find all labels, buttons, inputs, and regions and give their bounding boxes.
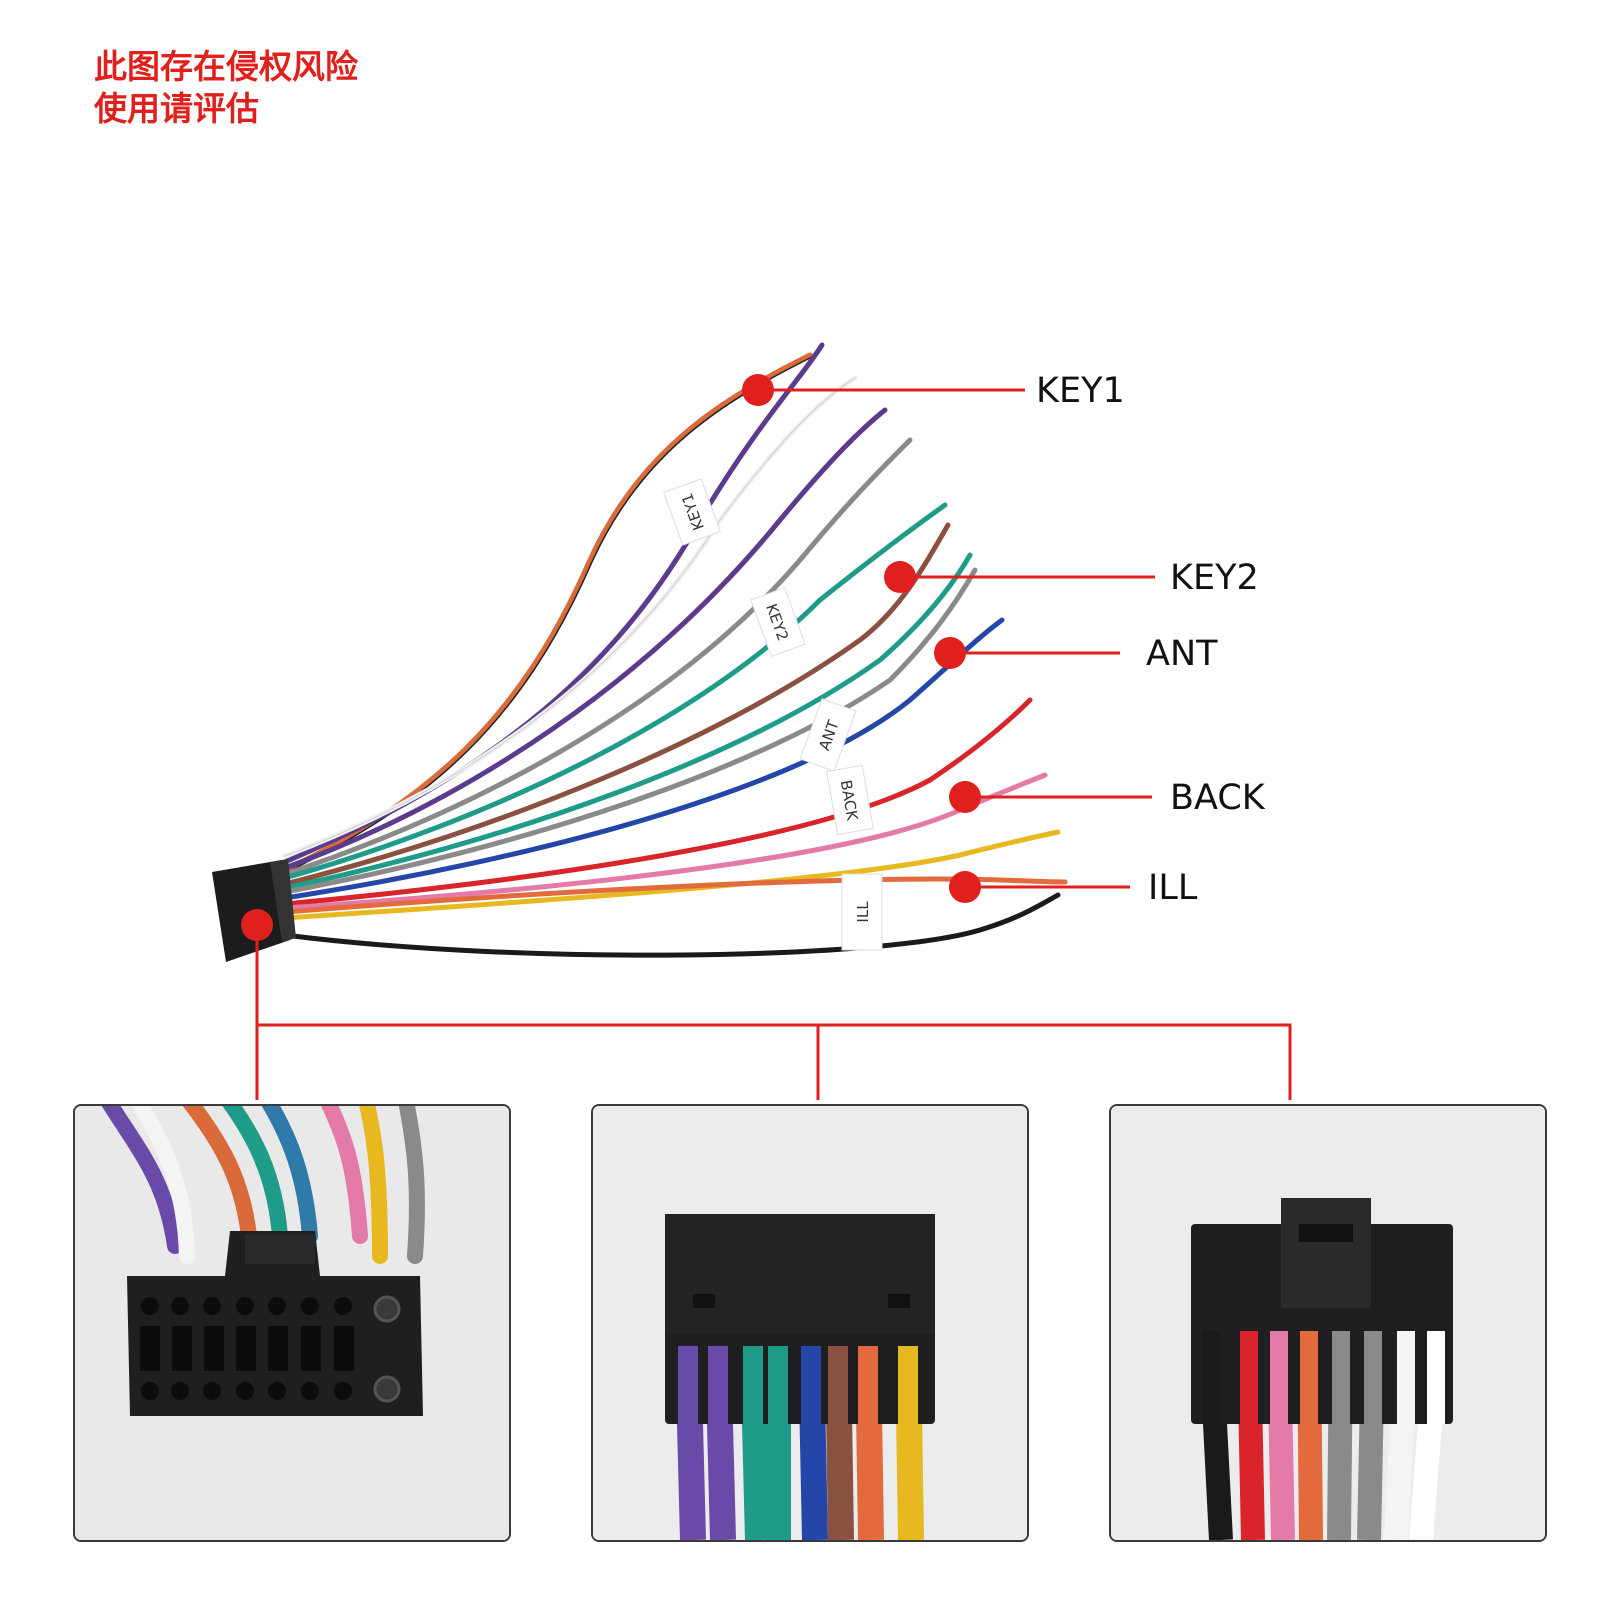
wire-gray-1 [282, 437, 913, 877]
dot-ill [949, 871, 981, 903]
connector-front-view [73, 1104, 511, 1542]
warning-text: 此图存在侵权风险 使用请评估 [94, 46, 358, 130]
wire-pink [282, 772, 1048, 911]
wire-teal-1 [282, 502, 948, 881]
label-ill: ILL [1148, 868, 1198, 908]
sleeve-back: BACK [826, 764, 874, 836]
wire-gray-2 [282, 567, 978, 895]
label-key1: KEY1 [1036, 371, 1125, 411]
warning-line-1: 此图存在侵权风险 [94, 47, 358, 86]
wire-orange [282, 876, 1068, 915]
wire-red [282, 697, 1033, 907]
svg-text:ILL: ILL [854, 901, 872, 923]
label-key2: KEY2 [1170, 558, 1259, 598]
connector-side-view-a [591, 1104, 1029, 1542]
wire-purple-2 [282, 407, 888, 871]
wire-teal-2 [282, 552, 973, 891]
dot-key1 [742, 374, 774, 406]
warning-line-2: 使用请评估 [94, 89, 259, 128]
sleeve-key1: KEY1 [662, 478, 722, 546]
harness-diagram: KEY1 KEY2 ANT BACK ILL KEY1 [212, 342, 1292, 1100]
wire-purple-1 [282, 342, 825, 865]
sleeve-key2: KEY2 [750, 587, 806, 657]
wire-yellow [282, 829, 1061, 921]
dot-connector [241, 909, 273, 941]
sleeve-ill: ILL [841, 873, 883, 951]
callout-dots [241, 374, 981, 941]
label-back: BACK [1170, 778, 1266, 818]
dot-ant [934, 637, 966, 669]
dot-back [949, 781, 981, 813]
callout-lines [255, 388, 1292, 1100]
dot-key2 [884, 561, 916, 593]
connector-side-view-b [1109, 1104, 1547, 1542]
label-ant: ANT [1146, 634, 1218, 674]
sleeve-ant: ANT [799, 698, 857, 772]
